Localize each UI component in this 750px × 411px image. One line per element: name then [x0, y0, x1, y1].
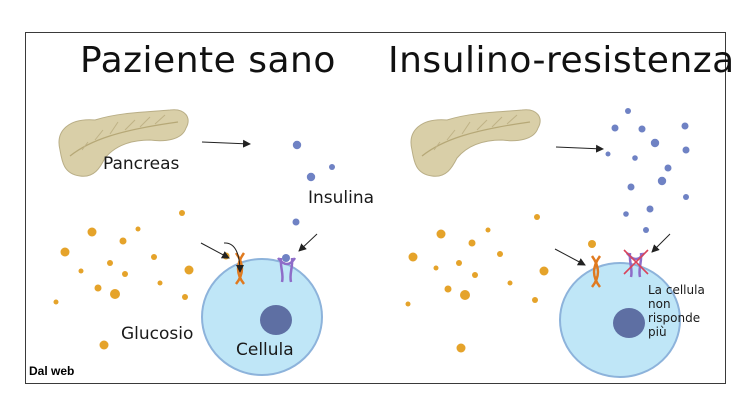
cell-left — [201, 258, 323, 376]
arrow-pancreas-to-insulin-left — [201, 139, 251, 148]
label-cell: Cellula — [236, 340, 294, 360]
label-insulin: Insulina — [308, 188, 375, 208]
pancreas-right — [410, 109, 541, 177]
title-healthy-patient: Paziente sano — [80, 40, 336, 81]
glucose-molecules-right — [405, 214, 596, 353]
insulin-molecules-left — [292, 140, 335, 226]
label-line: La cellula — [648, 283, 705, 297]
arrow-glucose-to-transporter-left — [200, 242, 230, 259]
label-cell-not-responding: La cellula non risponde più — [648, 283, 718, 339]
label-line: più — [648, 325, 667, 339]
cell-right — [559, 262, 681, 378]
pancreas-left — [58, 109, 189, 177]
source-credit: Dal web — [29, 364, 75, 378]
title-insulin-resistance: Insulino-resistenza — [388, 40, 735, 81]
arrow-insulin-to-receptor-left — [298, 233, 318, 252]
insulin-molecules-right — [605, 108, 690, 233]
insulin-bound-left — [282, 254, 290, 262]
label-pancreas: Pancreas — [103, 154, 180, 174]
arrow-pancreas-to-insulin-right — [555, 144, 604, 153]
insulin-receptor-left — [277, 257, 297, 283]
arrow-glucose-to-transporter-right — [554, 248, 586, 266]
label-line: risponde — [648, 311, 701, 325]
arrow-insulin-to-receptor-right — [651, 233, 671, 253]
glucose-transporter-right — [590, 255, 602, 288]
label-glucose: Glucosio — [121, 324, 194, 344]
arrow-glucose-entering-cell — [223, 242, 244, 273]
blocked-cross-icon — [623, 249, 649, 275]
label-line: non — [648, 297, 671, 311]
